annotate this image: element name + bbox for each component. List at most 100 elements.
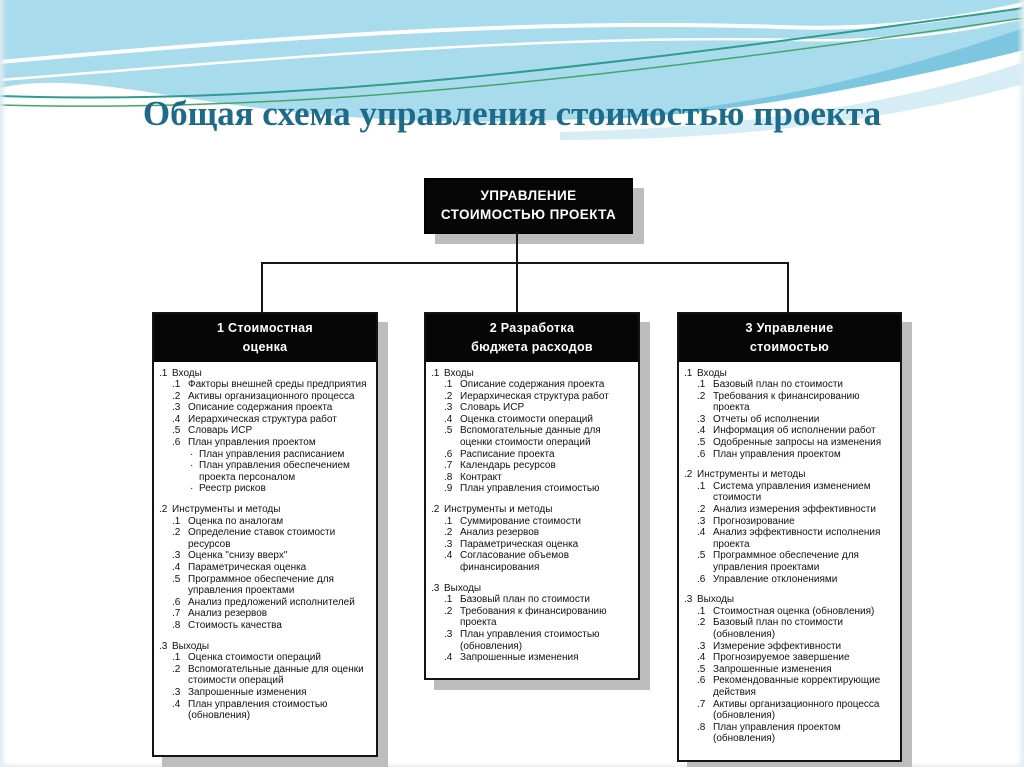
slide-title-text: Общая схема управления стоимостью проект… [142, 94, 882, 134]
item-number: .1 [444, 515, 453, 527]
item-text: Иерархическая структура работ [188, 413, 337, 425]
item-number: .2 [444, 605, 453, 617]
section-number: .1 [684, 367, 693, 379]
item-number: .4 [444, 550, 453, 562]
item-number: .1 [697, 379, 706, 391]
column-header-line: 3 Управление [745, 321, 834, 335]
item-text: Оценка "снизу вверх" [188, 550, 288, 562]
item-text: Анализ предложений исполнителей [188, 596, 355, 608]
item-text: Запрошенные изменения [713, 663, 832, 675]
item-text: Оценка стоимости операций [188, 652, 321, 664]
item-number: .3 [697, 413, 706, 425]
item-number: .2 [697, 617, 706, 629]
item-text: Прогнозирование [713, 515, 795, 527]
column-header-line: бюджета расходов [471, 339, 593, 354]
item-text: Параметрическая оценка [188, 562, 307, 573]
section-number: .2 [684, 469, 693, 481]
column-header: 1 Стоимостная оценка [154, 314, 376, 362]
item-text: Информация об исполнении работ [713, 425, 876, 437]
sub-item: ·Реестр рисков [159, 483, 371, 495]
sub-item-text: План управления расписанием [199, 448, 345, 460]
item-number: .1 [172, 379, 181, 391]
item-text: Определение ставок стоимости ресурсов [188, 527, 336, 550]
item-text: Базовый план по стоимости [460, 594, 590, 606]
item-number: .2 [444, 390, 453, 402]
item-text: Анализ измерения эффективности [713, 504, 876, 516]
column-header-line: стоимостью [749, 339, 830, 354]
section-label: Входы [444, 367, 474, 379]
item-number: .5 [172, 573, 181, 585]
root-box-line: СТОИМОСТЬЮ ПРОЕКТА [440, 207, 617, 222]
item-number: .6 [697, 448, 706, 460]
item-number: .4 [172, 413, 181, 425]
bullet-dash: · [190, 460, 194, 472]
section-number: .3 [159, 640, 168, 652]
item-number: .1 [697, 480, 706, 492]
item-text: Измерение эффективности [713, 640, 842, 652]
right-edge-gradient [1017, 0, 1024, 767]
item-text: План управления проектом [713, 448, 841, 460]
column-header: 3 Управление стоимостью [679, 314, 900, 362]
section-header: .3 Выходы [159, 641, 371, 653]
root-box-line: УПРАВЛЕНИЕ [480, 188, 577, 204]
item-number: .8 [172, 619, 181, 631]
item-number: .5 [697, 437, 706, 449]
section-number: .3 [431, 582, 440, 594]
item-text: Оценка стоимости операций [460, 413, 593, 425]
item-number: .2 [172, 663, 181, 675]
list-item: .1 Система управления изменением стоимост… [684, 481, 895, 504]
item-text: Требования к финансированию проекта [713, 390, 860, 414]
left-edge-gradient [0, 0, 7, 767]
item-number: .4 [697, 527, 706, 539]
item-text: Система управления изменением стоимости [713, 480, 871, 504]
root-box: УПРАВЛЕНИЕ СТОИМОСТЬЮ ПРОЕКТА [424, 178, 633, 234]
sub-item-text: План управления обеспечением проекта пер… [199, 460, 350, 483]
list-item: .2 Вспомогательные данные для оценки стои… [159, 664, 371, 687]
section-label: Инструменты и методы [444, 504, 553, 516]
item-number: .1 [697, 605, 706, 617]
item-number: .5 [172, 425, 181, 437]
item-number: .2 [172, 390, 181, 402]
item-number: .3 [172, 550, 181, 562]
section-number: .1 [159, 367, 168, 379]
item-text: Иерархическая структура работ [460, 390, 609, 402]
list-item: .6 План управления проектом [684, 449, 895, 461]
section-number: .2 [159, 504, 168, 516]
connector-column2-drop [516, 262, 518, 312]
item-text: План управления стоимостью (обновления) [460, 628, 600, 652]
item-text: Активы организационного процесса [188, 390, 355, 402]
item-text: Оценка по аналогам [188, 515, 284, 527]
column-header-line: оценка [242, 339, 288, 354]
section-number: .3 [684, 594, 693, 606]
item-number: .3 [172, 686, 181, 698]
column-header-line: 1 Стоимостная [216, 321, 314, 335]
section-label: Выходы [172, 640, 210, 652]
item-text: Вспомогательные данные для оценки стоимо… [188, 663, 364, 687]
item-text: Расписание проекта [460, 448, 555, 460]
item-text: Анализ резервов [460, 527, 540, 539]
